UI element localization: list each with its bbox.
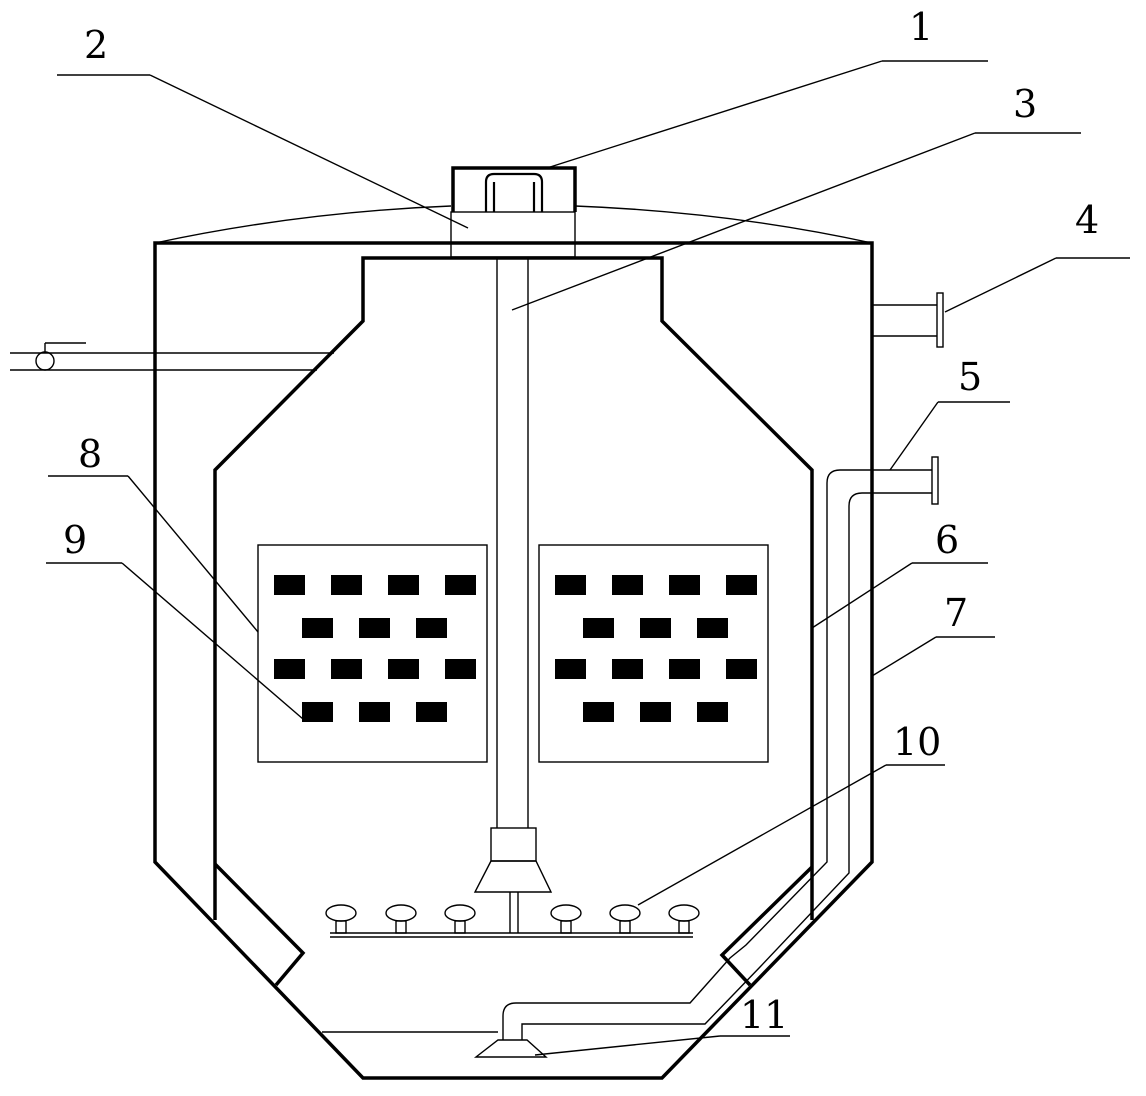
inner-vessel: [213, 256, 814, 920]
aerator-head: [325, 904, 357, 934]
bottom-nozzle: [473, 1039, 548, 1058]
return-pipe: [502, 456, 939, 1040]
filler-block: [331, 659, 362, 679]
part-labels: 1 2 3 4 5 6 7 8 9 10 11: [63, 5, 1099, 1037]
filler-block: [612, 659, 643, 679]
filler-block: [669, 659, 700, 679]
aerator-head: [385, 904, 417, 934]
filler-block: [274, 659, 305, 679]
inlet-pipe: [10, 342, 334, 371]
filler-block: [555, 659, 586, 679]
filler-block: [274, 575, 305, 595]
filler-block: [612, 575, 643, 595]
filler-module-left: [257, 544, 488, 763]
domed-roof: [154, 205, 873, 244]
agitator-shaft: [473, 257, 553, 933]
filler-module-right: [538, 544, 769, 763]
filler-block: [697, 618, 728, 638]
label-1: 1: [909, 5, 933, 49]
filler-block: [669, 575, 700, 595]
label-7: 7: [944, 591, 968, 635]
filler-block: [445, 575, 476, 595]
label-6: 6: [935, 518, 959, 562]
label-4: 4: [1075, 198, 1099, 242]
filler-block: [359, 702, 390, 722]
leader-lines: [46, 60, 1130, 1056]
filler-block: [583, 618, 614, 638]
filler-block: [640, 702, 671, 722]
filler-block: [697, 702, 728, 722]
motor-cap: [451, 166, 577, 212]
aerator-manifold: [325, 904, 700, 938]
outer-shell: [153, 241, 874, 1080]
label-2: 2: [84, 23, 108, 67]
label-9: 9: [63, 518, 87, 562]
left-baffle: [213, 862, 306, 987]
filler-block: [331, 575, 362, 595]
filler-block: [583, 702, 614, 722]
filler-block: [388, 575, 419, 595]
filler-block: [555, 575, 586, 595]
filler-block: [640, 618, 671, 638]
outlet-nozzle: [872, 292, 944, 348]
aerator-head: [609, 904, 641, 934]
reducer-box: [450, 211, 576, 258]
filler-block: [359, 618, 390, 638]
label-11: 11: [740, 993, 788, 1037]
aerator-head: [668, 904, 700, 934]
filler-block: [388, 659, 419, 679]
filler-block: [416, 618, 447, 638]
filler-block: [726, 575, 757, 595]
aerator-head: [444, 904, 476, 934]
right-baffle: [719, 865, 814, 987]
label-8: 8: [78, 432, 102, 476]
label-5: 5: [958, 355, 982, 399]
filler-block: [445, 659, 476, 679]
label-3: 3: [1013, 82, 1037, 126]
filler-block: [302, 702, 333, 722]
label-10: 10: [893, 720, 941, 764]
aerator-head: [550, 904, 582, 934]
filler-block: [416, 702, 447, 722]
filler-block: [302, 618, 333, 638]
filler-block: [726, 659, 757, 679]
